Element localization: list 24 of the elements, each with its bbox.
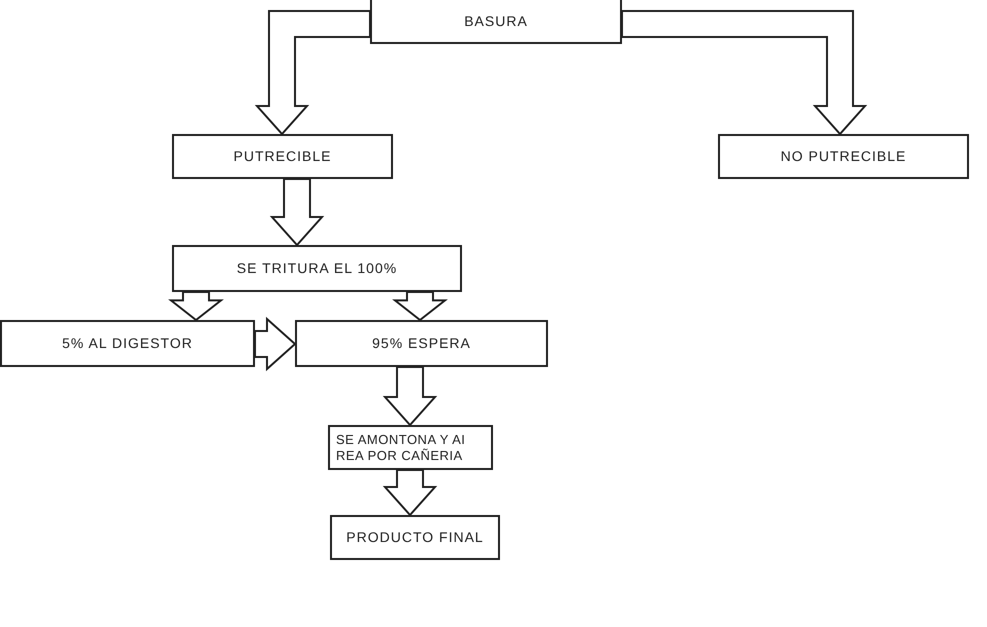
process-box <box>718 134 969 179</box>
block-arrow <box>254 316 296 372</box>
process-box <box>370 0 622 44</box>
box-label: BASURA <box>464 12 528 30</box>
block-arrow <box>382 366 438 426</box>
box-label: PRODUCTO FINAL <box>346 529 484 546</box>
block-arrow <box>382 469 438 516</box>
process-box <box>172 245 462 292</box>
box-label: PUTRECIBLE <box>234 148 332 165</box>
block-arrow <box>621 10 868 136</box>
process-box <box>330 515 500 560</box>
process-box <box>328 425 493 470</box>
box-label: SE TRITURA EL 100% <box>236 260 398 277</box>
box-label: SE AMONTONA Y AI REA POR CAÑERIA <box>336 432 466 464</box>
process-box <box>172 134 393 179</box>
process-box <box>295 320 548 367</box>
block-arrow <box>254 10 371 136</box>
box-label: 95% ESPERA <box>372 335 471 352</box>
block-arrow <box>168 291 224 322</box>
block-arrow <box>392 291 448 322</box>
block-arrow <box>270 178 324 246</box>
box-label: 5% AL DIGESTOR <box>62 335 193 352</box>
box-label: NO PUTRECIBLE <box>780 148 906 165</box>
process-box <box>0 320 255 367</box>
